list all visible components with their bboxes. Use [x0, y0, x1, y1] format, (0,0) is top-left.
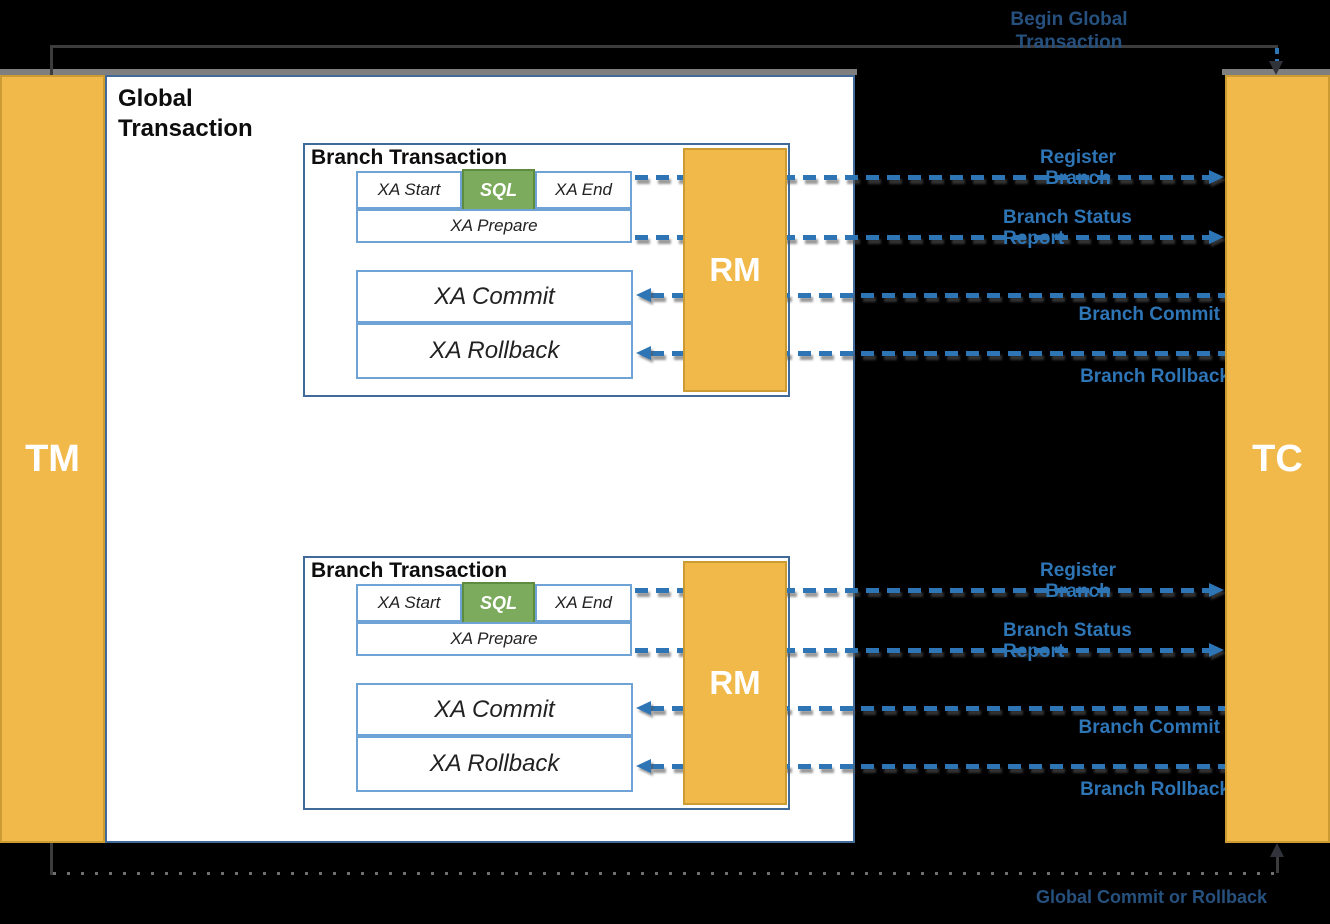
top-connector-vertical-tm: [50, 45, 53, 76]
tm-box: TM: [0, 75, 105, 843]
bottom-connector-vertical-tm: [50, 843, 53, 875]
xa-commit-box: XA Commit: [356, 683, 633, 736]
xa-commit-box: XA Commit: [356, 270, 633, 323]
sql-box: SQL: [462, 582, 535, 624]
branch-status-arrow: [635, 235, 1209, 240]
branch-rollback-label: Branch Rollback: [1080, 366, 1230, 387]
branch-rollback-arrow: [651, 764, 1225, 769]
xa-start-box: XA Start: [356, 584, 462, 622]
global-transaction-title: Global Transaction: [118, 85, 253, 142]
register-branch-label: Register Branch: [1039, 560, 1117, 602]
branch-transaction-title: Branch Transaction: [311, 146, 508, 169]
branch-status-label: Branch Status Report: [1003, 207, 1132, 249]
sql-box: SQL: [462, 169, 535, 211]
xa-start-box: XA Start: [356, 171, 462, 209]
branch-commit-arrowhead-icon: [636, 288, 651, 302]
branch-status-label: Branch Status Report: [1003, 620, 1132, 662]
branch-rollback-arrowhead-icon: [636, 759, 651, 773]
register-branch-arrow: [635, 588, 1209, 593]
branch-status-arrowhead-icon: [1209, 643, 1224, 657]
xa-prepare-box: XA Prepare: [356, 209, 632, 243]
branch-rollback-label: Branch Rollback: [1080, 779, 1230, 800]
top-connector-dashed-vertical-tc: [1275, 48, 1279, 63]
register-branch-arrowhead-icon: [1209, 170, 1224, 184]
bottom-connector-vertical-tc: [1276, 857, 1279, 873]
shadow-strip-left: [0, 69, 857, 75]
xa-rollback-box: XA Rollback: [356, 736, 633, 792]
branch-group-1: Branch Transaction XA Start SQL XA End X…: [0, 143, 1330, 405]
register-branch-arrow: [635, 175, 1209, 180]
bottom-dotted-line: [53, 872, 1277, 875]
branch-commit-label: Branch Commit: [1078, 717, 1220, 738]
rm-label: RM: [709, 664, 761, 701]
branch-status-arrowhead-icon: [1209, 230, 1224, 244]
branch-transaction-title: Branch Transaction: [311, 559, 508, 582]
branch-rollback-arrow: [651, 351, 1225, 356]
branch-commit-arrowhead-icon: [636, 701, 651, 715]
branch-commit-arrow: [651, 706, 1225, 711]
xa-prepare-box: XA Prepare: [356, 622, 632, 656]
bottom-connector-arrowhead-up-icon: [1270, 843, 1284, 857]
rm-box: RM: [683, 561, 787, 805]
tc-box: TC: [1225, 75, 1330, 843]
tm-label: TM: [25, 437, 80, 480]
rm-label: RM: [709, 251, 761, 288]
branch-rollback-arrowhead-icon: [636, 346, 651, 360]
xa-end-box: XA End: [535, 584, 632, 622]
top-connector-horizontal: [50, 45, 1278, 48]
tc-label: TC: [1252, 437, 1303, 480]
begin-global-transaction-label: Begin Global Transaction: [1010, 9, 1128, 53]
branch-commit-arrow: [651, 293, 1225, 298]
register-branch-arrowhead-icon: [1209, 583, 1224, 597]
branch-group-2: Branch Transaction XA Start SQL XA End X…: [0, 556, 1330, 818]
xa-end-box: XA End: [535, 171, 632, 209]
rm-box: RM: [683, 148, 787, 392]
branch-commit-label: Branch Commit: [1078, 304, 1220, 325]
global-commit-rollback-label: Global Commit or Rollback: [1036, 887, 1268, 907]
register-branch-label: Register Branch: [1039, 147, 1117, 189]
top-connector-arrowhead-down-icon: [1269, 61, 1283, 75]
branch-status-arrow: [635, 648, 1209, 653]
xa-rollback-box: XA Rollback: [356, 323, 633, 379]
